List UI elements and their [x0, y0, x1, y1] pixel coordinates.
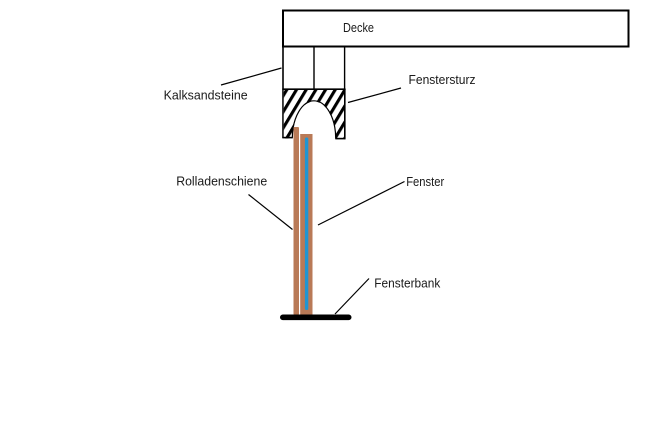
svg-text:Rolladenschiene: Rolladenschiene: [176, 174, 267, 189]
svg-text:Decke: Decke: [343, 20, 374, 35]
svg-text:Fenstersturz: Fenstersturz: [409, 72, 476, 87]
svg-text:Fenster: Fenster: [406, 174, 445, 189]
svg-text:Fensterbank: Fensterbank: [374, 275, 440, 290]
svg-text:Kalksandsteine: Kalksandsteine: [164, 88, 248, 103]
